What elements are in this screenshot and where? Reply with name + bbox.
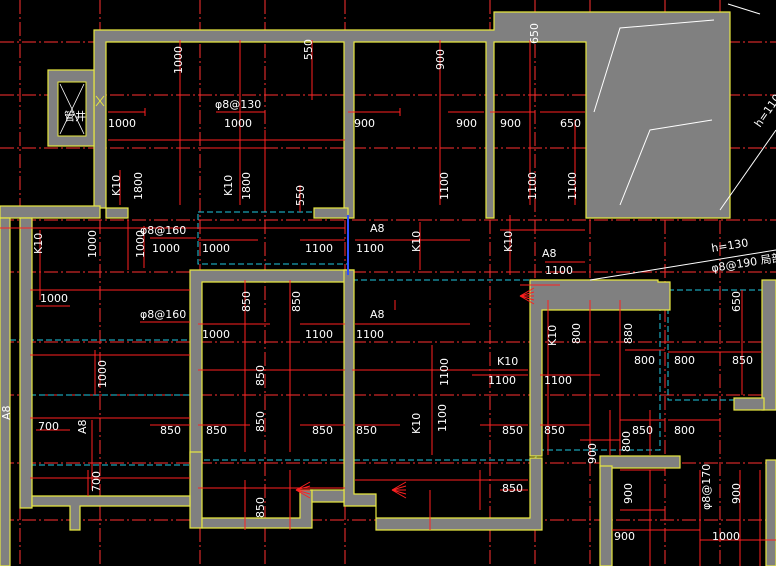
dimension-label: 850 (502, 424, 523, 437)
dimension-label: 1100 (356, 242, 384, 255)
rebar-tag: K10 (110, 175, 123, 196)
dimension-label: 900 (456, 117, 477, 130)
slab-label: φ8@130 (215, 98, 261, 111)
dimension-label: 1100 (438, 358, 451, 386)
dimension-label: 1000 (712, 530, 740, 543)
dimension-label: 650 (730, 291, 743, 312)
rebar-tag: K10 (497, 355, 518, 368)
dimension-label: 650 (528, 23, 541, 44)
dimension-label: 800 (674, 354, 695, 367)
dimension-label: 1100 (544, 374, 572, 387)
walls (0, 11, 776, 566)
rebar-fan-mark (295, 485, 311, 491)
rebar-fan-mark (519, 295, 535, 301)
dimension-label: 900 (614, 530, 635, 543)
rebar-fan-mark (295, 489, 311, 499)
pipe-shaft-label: 管井 (64, 109, 86, 123)
rebar-tag: K10 (222, 175, 235, 196)
slab-label: φ8@160 (140, 308, 186, 321)
dimension-label: 1000 (134, 230, 147, 258)
dimension-label: 850 (732, 354, 753, 367)
dimension-label: 1100 (488, 374, 516, 387)
dimension-label: 1800 (240, 172, 253, 200)
dimension-label: 1100 (305, 242, 333, 255)
rebar-fan-mark (391, 489, 407, 499)
rebar-fan-mark (391, 485, 407, 491)
rebar-tag: A8 (370, 222, 385, 235)
dimension-label: 800 (634, 354, 655, 367)
dimension-label: 1100 (526, 172, 539, 200)
rebar-fan-mark (391, 489, 407, 495)
drawing-labels: 管井 φ8@130 φ8@160 φ8@160 φ8@170 φ8@190 局部… (0, 23, 776, 543)
rebar-tag: A8 (76, 419, 89, 434)
rebar-lines (0, 40, 776, 566)
dimension-label: 800 (570, 323, 583, 344)
pipe-shaft-cross (59, 83, 85, 135)
rebar-tag: K10 (32, 233, 45, 254)
dimension-label: 880 (622, 323, 635, 344)
dimension-label: 1000 (86, 230, 99, 258)
dimension-label: 850 (254, 497, 267, 518)
slab-label: φ8@170 (700, 464, 713, 510)
dimension-label: 1000 (202, 242, 230, 255)
rebar-fan-mark (519, 295, 535, 305)
dimension-label: 1000 (172, 46, 185, 74)
rebar-tag: K10 (546, 325, 559, 346)
dimension-label: 1100 (436, 404, 449, 432)
dimension-label: 850 (254, 365, 267, 386)
dimension-label: 850 (632, 424, 653, 437)
rebar-tag: A8 (0, 405, 13, 420)
rebar-fan-mark (519, 291, 535, 297)
dimension-label: 900 (730, 483, 743, 504)
opening-diagonals (589, 3, 776, 281)
rebar-fan-mark (295, 489, 311, 495)
rebar-fan-mark (519, 287, 535, 297)
dimension-label: 850 (544, 424, 565, 437)
dimension-label: 900 (586, 443, 599, 464)
rebar-tag: K10 (410, 413, 423, 434)
dimension-label: 1100 (356, 328, 384, 341)
dimension-label: 850 (254, 411, 267, 432)
dimension-label: 1000 (152, 242, 180, 255)
dimension-label: 850 (312, 424, 333, 437)
dimension-label: 850 (206, 424, 227, 437)
dimension-label: 850 (160, 424, 181, 437)
door-swing-marks (95, 95, 105, 107)
rebar-tag: A8 (370, 308, 385, 321)
dimension-label: 850 (356, 424, 377, 437)
dimension-label: 1000 (40, 292, 68, 305)
dimension-label: 700 (38, 420, 59, 433)
dimension-label: 550 (294, 185, 307, 206)
dimension-label: 1100 (438, 172, 451, 200)
dimension-label: 1000 (224, 117, 252, 130)
dimension-label: 1100 (566, 172, 579, 200)
slab-label: φ8@160 (140, 224, 186, 237)
dimension-label: 900 (434, 49, 447, 70)
rebar-tag: A8 (542, 247, 557, 260)
rebar-tag: K10 (502, 231, 515, 252)
rebar-fan-mark (391, 481, 407, 491)
rebar-fan-mark (295, 481, 311, 491)
dimension-label: 1100 (545, 264, 573, 277)
thickness-label: h=130 (710, 236, 749, 255)
dimension-label: 900 (622, 483, 635, 504)
dimension-label: 1000 (202, 328, 230, 341)
dimension-label: 1800 (132, 172, 145, 200)
dimension-label: 900 (354, 117, 375, 130)
dimension-label: 1000 (96, 360, 109, 388)
dimension-label: 800 (620, 431, 633, 452)
dimension-label: 850 (240, 291, 253, 312)
dimension-label: 900 (500, 117, 521, 130)
dimension-label: 850 (290, 291, 303, 312)
dimension-label: 1000 (108, 117, 136, 130)
dimension-label: 700 (90, 471, 103, 492)
dimension-label: 850 (502, 482, 523, 495)
dimension-label: 550 (302, 39, 315, 60)
dimension-label: 1100 (305, 328, 333, 341)
dimension-label: 800 (674, 424, 695, 437)
dimension-label: 650 (560, 117, 581, 130)
rebar-tag: K10 (410, 231, 423, 252)
